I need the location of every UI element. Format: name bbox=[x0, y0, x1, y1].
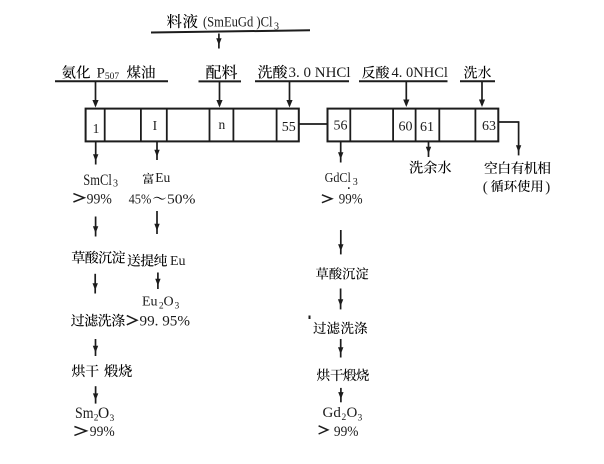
svg-text:99%: 99% bbox=[334, 424, 359, 440]
svg-text:56: 56 bbox=[334, 119, 348, 134]
svg-text:GdCl: GdCl bbox=[325, 171, 351, 186]
svg-text:Gd: Gd bbox=[323, 405, 342, 421]
svg-text:3: 3 bbox=[113, 179, 118, 190]
svg-text:I: I bbox=[153, 118, 158, 133]
svg-text:4. 0NHCl: 4. 0NHCl bbox=[392, 65, 448, 81]
svg-text:2: 2 bbox=[342, 413, 347, 423]
svg-text:Eu: Eu bbox=[155, 170, 170, 185]
svg-text:60: 60 bbox=[399, 119, 413, 134]
svg-text:50%: 50% bbox=[167, 193, 196, 208]
svg-text:99. 95%: 99. 95% bbox=[140, 314, 191, 330]
svg-text:45%: 45% bbox=[129, 193, 152, 208]
svg-text:Eu: Eu bbox=[170, 254, 186, 269]
svg-text:n: n bbox=[219, 117, 226, 132]
svg-text:3: 3 bbox=[353, 177, 358, 188]
svg-text:99%: 99% bbox=[87, 192, 112, 208]
svg-text:): ) bbox=[545, 180, 550, 196]
svg-text:Eu: Eu bbox=[142, 295, 158, 310]
svg-text:99%: 99% bbox=[90, 424, 115, 440]
svg-text:(: ( bbox=[483, 180, 488, 196]
svg-text:P507: P507 bbox=[97, 66, 120, 83]
svg-text:3. 0 NHCl: 3. 0 NHCl bbox=[289, 65, 351, 81]
svg-text:O: O bbox=[347, 405, 358, 421]
svg-text:99%: 99% bbox=[339, 192, 363, 208]
svg-text:O: O bbox=[164, 295, 174, 310]
svg-text:O: O bbox=[98, 405, 109, 422]
svg-text:61: 61 bbox=[420, 120, 434, 135]
svg-text:55: 55 bbox=[282, 120, 296, 135]
svg-text:2: 2 bbox=[159, 302, 164, 312]
svg-text:(SmEuGd )Cl: (SmEuGd )Cl bbox=[203, 15, 273, 31]
svg-text:3: 3 bbox=[274, 22, 279, 33]
svg-text:3: 3 bbox=[175, 302, 180, 312]
svg-text:1: 1 bbox=[93, 121, 100, 136]
svg-text:3: 3 bbox=[358, 414, 363, 424]
svg-text:3: 3 bbox=[110, 414, 115, 424]
svg-text:Sm: Sm bbox=[75, 405, 94, 422]
svg-text:63: 63 bbox=[482, 119, 496, 134]
svg-text:2: 2 bbox=[94, 414, 99, 424]
svg-text:SmCl: SmCl bbox=[83, 172, 112, 189]
